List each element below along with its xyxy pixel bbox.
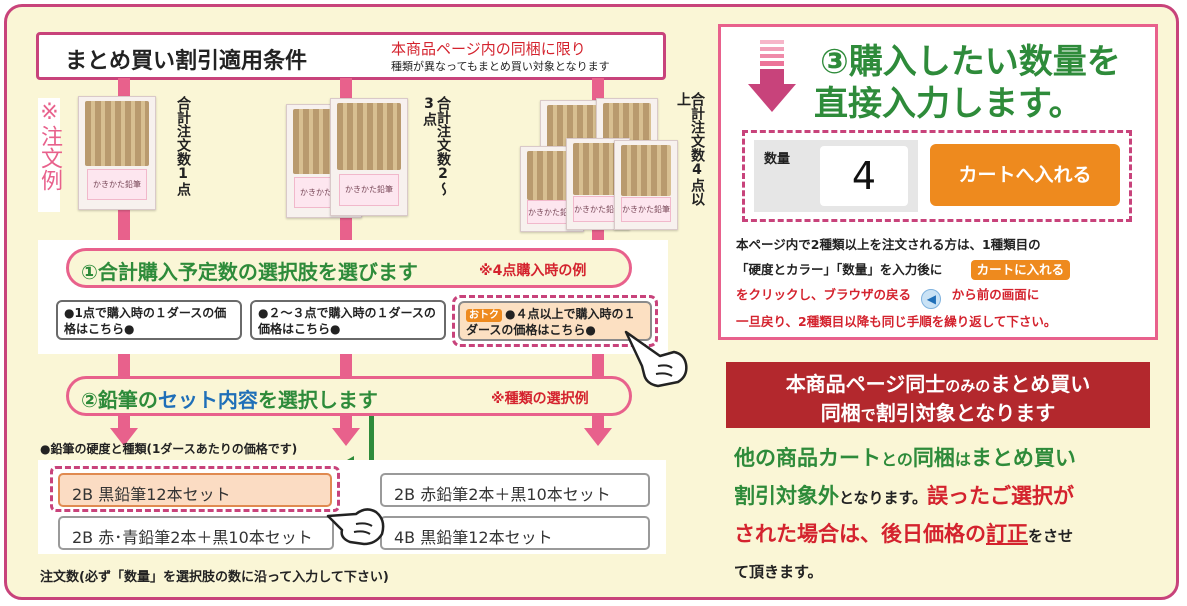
quantity-cart-highlight — [742, 130, 1132, 222]
quantity-input[interactable]: 4 — [820, 146, 908, 206]
pencil-package-3e: かきかた鉛筆 — [614, 140, 678, 230]
step2-title-b: セット内容 — [157, 388, 258, 412]
conditions-note-red: 本商品ページ内の同梱に限り — [391, 40, 586, 58]
pencil-type-heading: ●鉛筆の硬度と種類(1ダースあたりの価格です) — [40, 442, 298, 456]
pencil-package-2b: かきかた鉛筆 — [330, 98, 408, 216]
down-arrow-icon — [748, 40, 796, 112]
info-line3: をクリックし、ブラウザの戻る ◀ から前の画面に — [736, 282, 1152, 309]
qty2-label: 合計注文数2〜3点 — [421, 96, 451, 196]
set-selection-highlight — [50, 466, 340, 512]
warn-l2b: となります。 — [839, 489, 928, 507]
step2-title-box: ②鉛筆のセット内容を選択します ※種類の選択例 — [66, 376, 632, 416]
arrowhead-1 — [110, 428, 138, 446]
footer-note: 注文数(必ず「数量」を選択肢の数に沿って入力して下さい) — [40, 570, 389, 585]
warn-l1e: まとめ買い — [970, 446, 1076, 470]
warning-line4: て頂きます。 — [734, 563, 823, 581]
info-line1: 本ページ内で2種類以上を注文される方は、1種類目の — [736, 237, 1041, 252]
option-qty4-text: ●４点以上で購入時の１ダースの価格はこちら● — [466, 307, 636, 337]
scope-banner-line1: 本商品ページ同士のみのまとめ買い — [726, 368, 1150, 397]
warning-line3: された場合は、後日価格の訂正をさせ — [734, 516, 1164, 554]
conditions-title: まとめ買い割引適用条件 — [65, 49, 308, 74]
warn-l3a: された場合は、後日価格の — [734, 522, 986, 546]
warn-l2c: 誤ったご選択が — [927, 484, 1075, 508]
step1-title: ①合計購入予定数の選択肢を選びます — [81, 260, 418, 284]
info-line3-text-a: をクリックし、ブラウザの戻る — [736, 287, 912, 302]
info-cart-badge: カートに入れる — [970, 260, 1071, 280]
pencil-package-1: かきかた鉛筆 — [78, 96, 156, 210]
step1-title-box: ①合計購入予定数の選択肢を選びます ※4点購入時の例 — [66, 248, 632, 288]
step1-note: ※4点購入時の例 — [479, 263, 587, 279]
set-option-2b-red[interactable]: 2B 赤鉛筆2本＋黒10本セット — [380, 473, 650, 507]
info-line4: 一旦戻り、2種類目以降も同じ手順を繰り返して下さい。 — [736, 314, 1057, 329]
scope-banner-line2: 同梱で割引対象となります — [726, 397, 1150, 426]
arrowhead-3 — [584, 428, 612, 446]
pointing-hand-icon — [624, 330, 688, 388]
warn-l1d: は — [954, 450, 971, 469]
warning-line2: 割引対象外となります。誤ったご選択が — [734, 478, 1164, 516]
banner-line1-c: まとめ買い — [990, 372, 1091, 396]
pointing-hand-2-icon — [326, 508, 385, 546]
warn-l1c: 同梱 — [912, 446, 955, 470]
option-qty2-3[interactable]: ●２〜３点で購入時の１ダースの価格はこちら● — [250, 300, 446, 340]
browser-back-icon: ◀ — [921, 289, 942, 309]
banner-line1-a: 本商品ページ同士 — [785, 372, 946, 396]
quantity-label: 数量 — [764, 152, 791, 167]
scope-banner: 本商品ページ同士のみのまとめ買い 同梱で割引対象となります — [726, 362, 1150, 428]
step2-title-a: ②鉛筆の — [81, 388, 158, 412]
banner-line2-a: 同梱 — [820, 401, 861, 425]
warn-l3c: をさせ — [1028, 527, 1074, 545]
warning-text: 他の商品カートとの同梱はまとめ買い 割引対象外となります。誤ったご選択が された… — [734, 440, 1164, 590]
banner-line2-b: で — [860, 406, 876, 424]
info-line2: 「硬度とカラー」「数量」を入力後に カートに入れる — [736, 257, 1152, 282]
info-line2-text: 「硬度とカラー」「数量」を入力後に — [736, 262, 943, 277]
arrowhead-2 — [332, 428, 360, 446]
option-qty1[interactable]: ●1点で購入時の１ダースの価格はこちら● — [56, 300, 242, 340]
warn-l1a: 他の商品カート — [734, 446, 881, 470]
info-line3-text-b: から前の画面に — [951, 287, 1040, 302]
qty1-label: 合計注文数1点 — [175, 96, 191, 196]
warn-l3b: 訂正 — [986, 522, 1028, 546]
conditions-note-black: 種類が異なってもまとめ買い対象となります — [391, 60, 610, 73]
step3-line2: 直接入力します。 — [814, 84, 1083, 124]
option-qty4-highlight — [452, 295, 658, 347]
warning-line1: 他の商品カートとの同梱はまとめ買い — [734, 440, 1164, 478]
step2-title: ②鉛筆のセット内容を選択します — [81, 384, 378, 413]
example-label: ※注文例 — [37, 98, 62, 212]
set-option-2b-black[interactable]: 2B 黒鉛筆12本セット — [58, 473, 332, 507]
otoku-badge: おトク — [466, 309, 502, 322]
warn-l1b: との — [881, 450, 913, 469]
step2-title-c: を選択します — [257, 388, 378, 412]
option-qty4[interactable]: おトク●４点以上で購入時の１ダースの価格はこちら● — [458, 301, 652, 341]
green-connector-vertical — [369, 416, 374, 466]
step3-line1: ③購入したい数量を — [820, 42, 1121, 82]
banner-line2-c: 割引対象となります — [875, 401, 1056, 425]
banner-line1-b: のみの — [945, 377, 991, 395]
warn-l2a: 割引対象外 — [734, 484, 839, 508]
set-option-2b-red-blue[interactable]: 2B 赤･青鉛筆2本＋黒10本セット — [58, 516, 334, 550]
add-to-cart-button[interactable]: カートへ入れる — [930, 144, 1120, 206]
info-text: 本ページ内で2種類以上を注文される方は、1種類目の 「硬度とカラー」「数量」を入… — [736, 232, 1152, 334]
step2-note: ※種類の選択例 — [491, 391, 589, 407]
set-option-4b-black[interactable]: 4B 黒鉛筆12本セット — [380, 516, 650, 550]
qty3-label: 合計注文数4点以上 — [675, 92, 705, 206]
conditions-header: まとめ買い割引適用条件 本商品ページ内の同梱に限り 種類が異なってもまとめ買い対… — [36, 32, 666, 80]
